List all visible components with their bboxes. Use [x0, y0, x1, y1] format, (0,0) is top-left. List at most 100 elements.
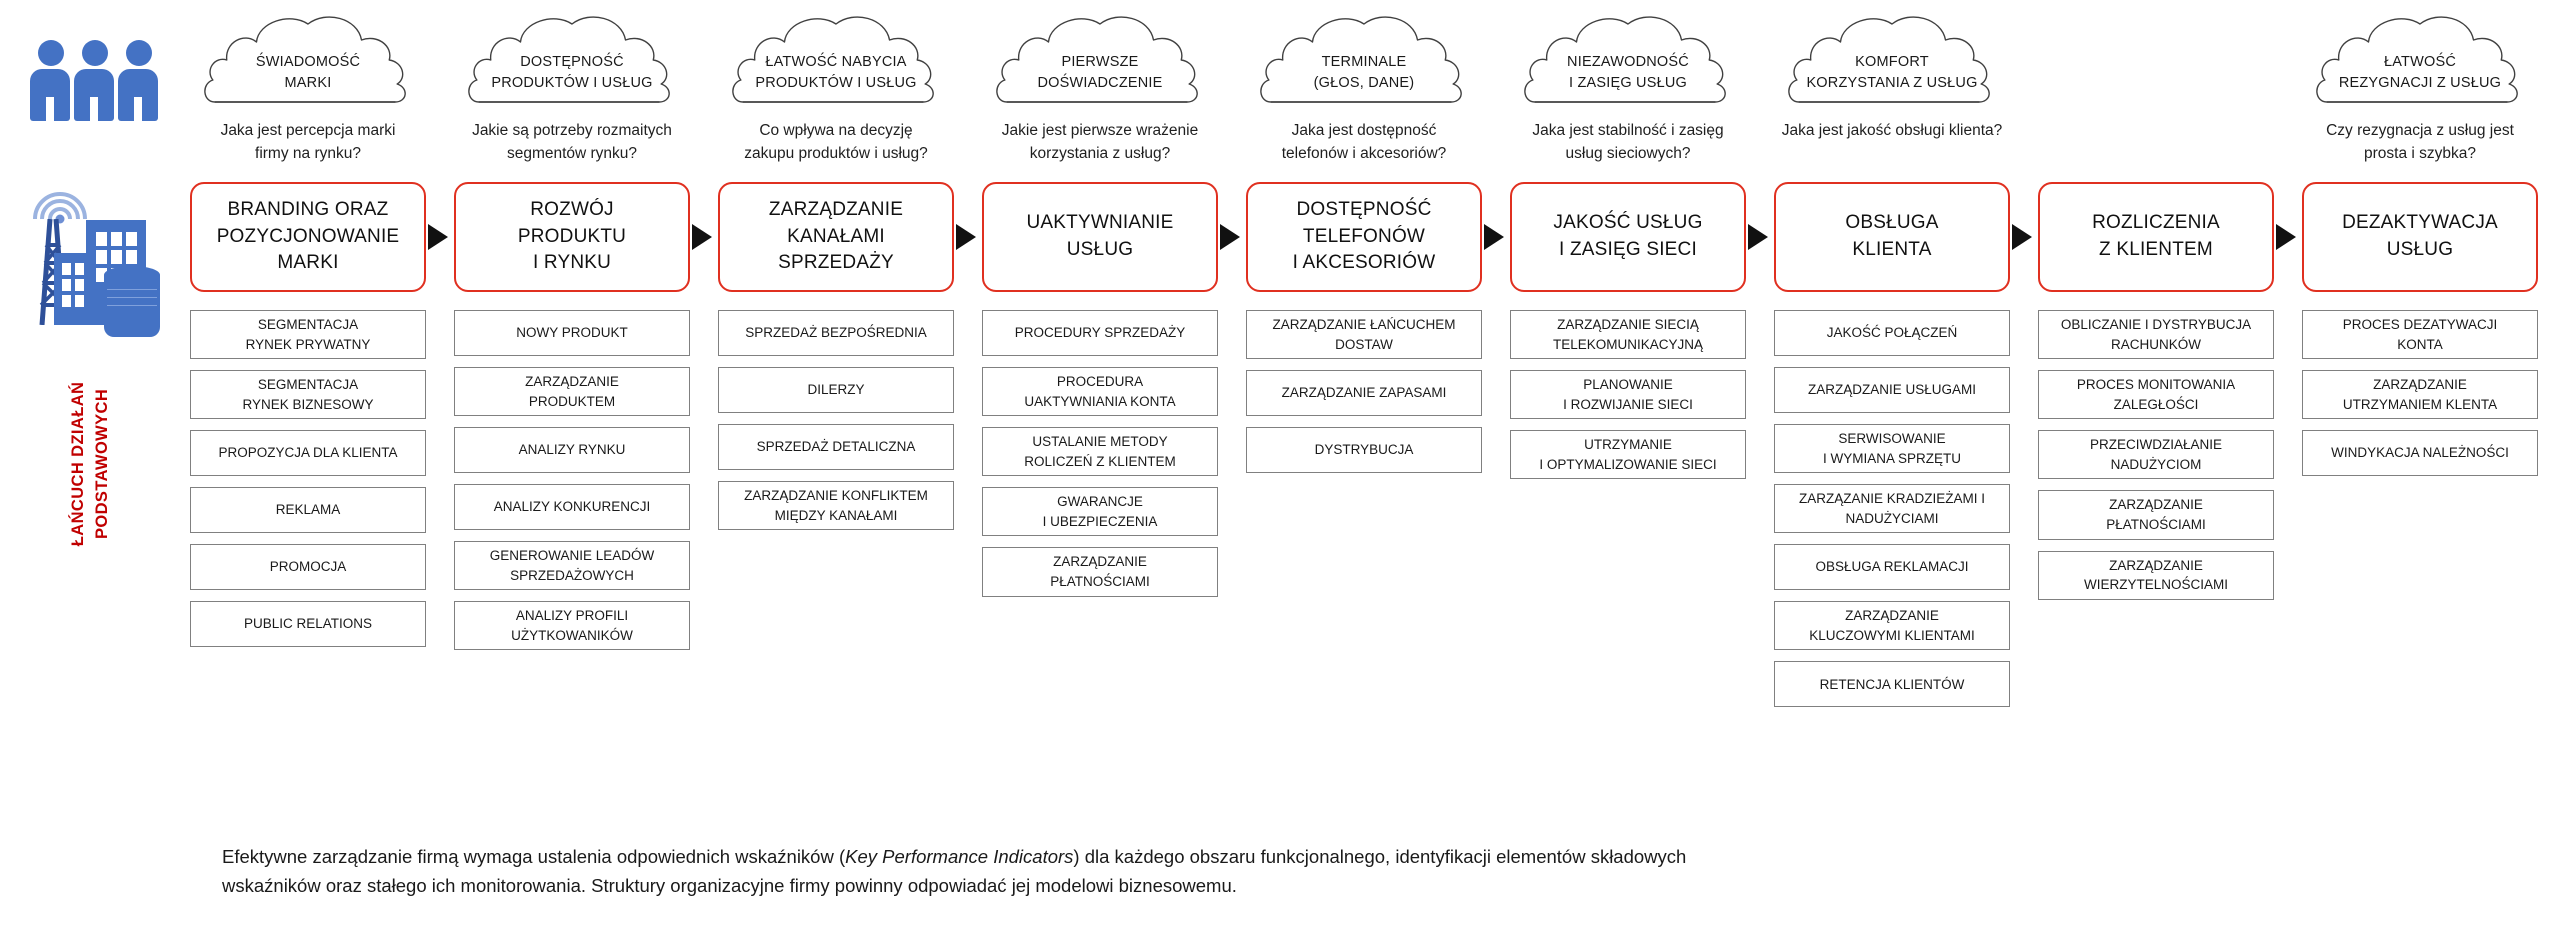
activity-label: DILERZY [807, 382, 865, 398]
activity-box[interactable]: RETENCJA KLIENTÓW [1774, 661, 2010, 708]
activity-box[interactable]: SPRZEDAŻ BEZPOŚREDNIA [718, 310, 954, 356]
activity-label: ANALIZY RYNKU [518, 442, 626, 458]
activity-label: WINDYKACJA NALEŻNOŚCI [2331, 445, 2509, 461]
small-building-icon [54, 253, 90, 325]
activity-box[interactable]: ZARZĄDZANIE ZAPASAMI [1246, 370, 1482, 417]
person-icon-1 [30, 40, 72, 121]
activity-box[interactable]: PROCEDURY SPRZEDAŻY [982, 310, 1218, 356]
flow-arrow-icon [428, 224, 448, 250]
activity-box[interactable]: PROMOCJA [190, 544, 426, 591]
activity-label: PUBLIC RELATIONS [243, 616, 373, 632]
database-cylinder-icon [104, 266, 160, 337]
activity-box[interactable]: DYSTRYBUCJA [1246, 427, 1482, 474]
activity-box[interactable]: ANALIZY KONKURENCJI [454, 484, 690, 531]
activity-label: DYSTRYBUCJA [1314, 442, 1414, 458]
activity-box[interactable]: JAKOŚĆ POŁĄCZEŃ [1774, 310, 2010, 356]
cloud-wrapper: TERMINALE(GŁOS, DANE) [1246, 10, 1482, 110]
person-icon-2 [74, 40, 116, 121]
activity-box[interactable]: ANALIZY RYNKU [454, 427, 690, 474]
activity-box[interactable]: REKLAMA [190, 487, 426, 534]
activity-box[interactable]: WINDYKACJA NALEŻNOŚCI [2302, 430, 2538, 477]
activity-box[interactable]: DILERZY [718, 367, 954, 413]
activity-box[interactable]: PROPOZYCJA DLA KLIENTA [190, 430, 426, 477]
activity-label: SPRZEDAŻ BEZPOŚREDNIA [745, 325, 927, 341]
activity-box[interactable]: OBSŁUGA REKLAMACJI [1774, 544, 2010, 591]
activity-box[interactable]: NOWY PRODUKT [454, 310, 690, 356]
activity-label: NOWY PRODUKT [516, 325, 628, 341]
activity-label: REKLAMA [275, 502, 341, 518]
activity-box[interactable]: PUBLIC RELATIONS [190, 601, 426, 648]
activity-box[interactable]: SPRZEDAŻ DETALICZNA [718, 424, 954, 470]
activity-label: RETENCJA KLIENTÓW [1819, 676, 1965, 692]
activity-list: SPRZEDAŻ BEZPOŚREDNIA DILERZY SPRZEDAŻ DET… [718, 310, 954, 531]
activity-box[interactable]: ZARZĄDZANIE USŁUGAMI [1774, 367, 2010, 413]
value-chain-label: ŁAŃCUCH DZIAŁAŃ PODSTAWOWYCH [69, 381, 111, 547]
